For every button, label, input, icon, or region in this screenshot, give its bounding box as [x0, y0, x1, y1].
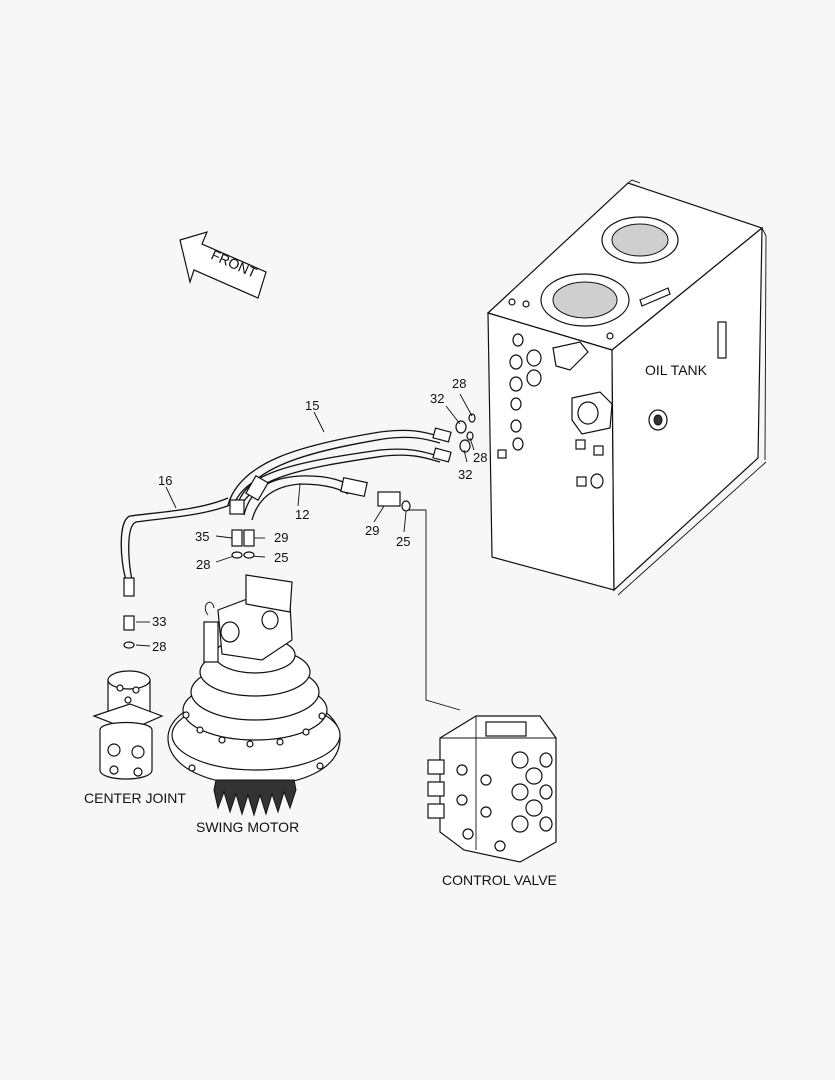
- motor-fittings: [123, 529, 255, 649]
- callout-33: 33: [152, 614, 166, 629]
- control-valve: CONTROL VALVE: [427, 715, 557, 888]
- callout-28-center-joint: 28: [152, 639, 166, 654]
- callout-25-hose: 25: [396, 534, 410, 549]
- valve-spools: [456, 751, 553, 852]
- control-valve-label: CONTROL VALVE: [442, 872, 557, 888]
- callout-29-hose: 29: [365, 523, 379, 538]
- callouts: 15 16 12 28 32 28 32 29 25 35 29 28 25 3…: [152, 376, 487, 654]
- swing-motor: SWING MOTOR: [167, 574, 341, 835]
- callout-35: 35: [195, 529, 209, 544]
- oil-tank: OIL TANK: [486, 179, 767, 596]
- motor-bolts: [182, 711, 326, 772]
- callout-29-motor: 29: [274, 530, 288, 545]
- callout-32-tank-lower: 32: [458, 467, 472, 482]
- callout-28-motor: 28: [196, 557, 210, 572]
- swing-motor-label: SWING MOTOR: [196, 819, 299, 835]
- tank-fittings: [377, 413, 476, 512]
- callout-28-tank-upper: 28: [452, 376, 466, 391]
- oil-tank-label: OIL TANK: [645, 362, 708, 378]
- callout-12: 12: [295, 507, 309, 522]
- callout-32-tank-upper: 32: [430, 391, 444, 406]
- center-joint: CENTER JOINT: [84, 670, 186, 806]
- front-arrow: FRONT: [179, 231, 267, 299]
- callout-16: 16: [158, 473, 172, 488]
- callout-15: 15: [305, 398, 319, 413]
- center-joint-label: CENTER JOINT: [84, 790, 186, 806]
- callout-25-motor: 25: [274, 550, 288, 565]
- pilot-line: [408, 509, 461, 711]
- leader-lines: [135, 393, 475, 647]
- hoses: [120, 427, 452, 597]
- callout-28-tank-lower: 28: [473, 450, 487, 465]
